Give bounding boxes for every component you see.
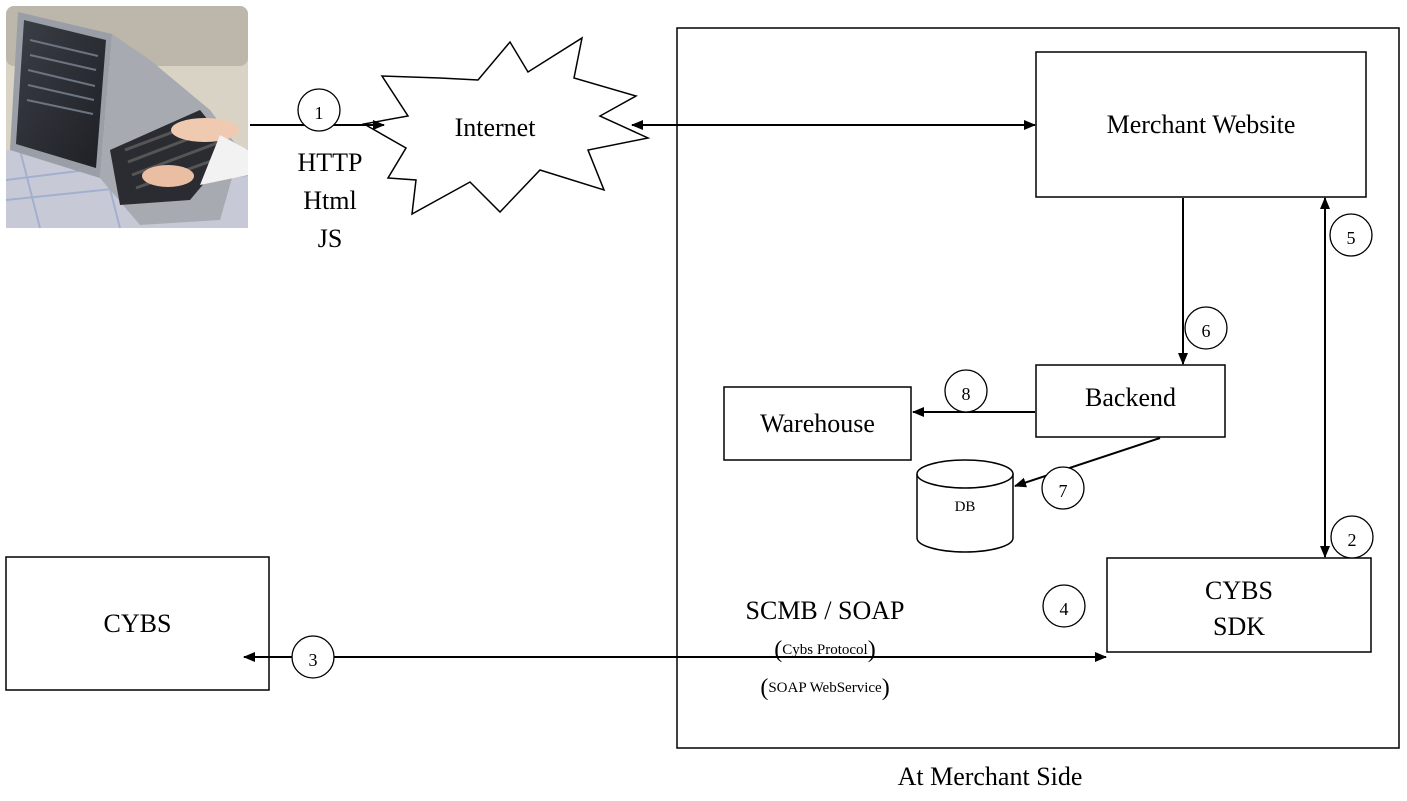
- merchant-website-label: Merchant Website: [1106, 109, 1296, 139]
- merchant-website-box: [1035, 51, 1367, 198]
- step-number-5: 5: [1346, 227, 1356, 248]
- arrow-backend-db: [1014, 437, 1161, 488]
- protocol-soap-webservice-row: (SOAP WebService): [700, 674, 950, 702]
- step-number-6: 6: [1201, 320, 1211, 341]
- cybs-sdk-box: [1106, 557, 1372, 653]
- step-circle-4: [1042, 584, 1086, 628]
- protocol-cybs-protocol-row: (Cybs Protocol): [700, 636, 950, 664]
- step-number-8: 8: [961, 383, 971, 404]
- step-number-1: 1: [314, 102, 324, 123]
- protocol-cybs-protocol: Cybs Protocol: [782, 641, 868, 658]
- protocol-js: JS: [317, 224, 343, 253]
- cybs-label: CYBS: [103, 608, 172, 638]
- step-circle-5: [1329, 213, 1373, 257]
- paren-open: (: [774, 636, 783, 663]
- step-number-3: 3: [308, 649, 318, 670]
- cybs-sdk-label-line2: SDK: [1212, 612, 1265, 641]
- db-label: DB: [954, 498, 976, 515]
- step-number-4: 4: [1059, 598, 1069, 619]
- internet-cloud: [361, 36, 651, 216]
- merchant-side-frame: [676, 27, 1400, 749]
- step-circle-6: [1184, 306, 1228, 350]
- protocol-html: Html: [303, 186, 357, 215]
- internet-label: Internet: [454, 113, 536, 142]
- backend-label: Backend: [1085, 383, 1176, 412]
- paren-close: ): [867, 636, 876, 663]
- merchant-side-caption: At Merchant Side: [897, 762, 1083, 791]
- cybs-sdk-label-line1: CYBS: [1205, 576, 1273, 605]
- backend-box: [1035, 364, 1226, 438]
- step-circle-3: [291, 635, 335, 679]
- step-number-2: 2: [1347, 529, 1357, 550]
- paren-close: ): [881, 674, 890, 701]
- protocol-soap-webservice: SOAP WebService: [768, 679, 882, 696]
- step-circle-8: [944, 369, 988, 413]
- cybs-box: [5, 556, 270, 691]
- step-circle-7: [1041, 466, 1085, 510]
- step-circle-1: [297, 88, 341, 132]
- protocol-scmb-soap: SCMB / SOAP: [745, 596, 905, 625]
- protocol-http: HTTP: [297, 148, 363, 177]
- warehouse-label: Warehouse: [760, 408, 875, 438]
- step-number-7: 7: [1058, 480, 1068, 501]
- laptop-photo: [5, 6, 249, 229]
- warehouse-box: [723, 386, 912, 461]
- step-circle-2: [1330, 515, 1374, 559]
- db-cylinder: [916, 459, 1014, 553]
- paren-open: (: [760, 674, 769, 701]
